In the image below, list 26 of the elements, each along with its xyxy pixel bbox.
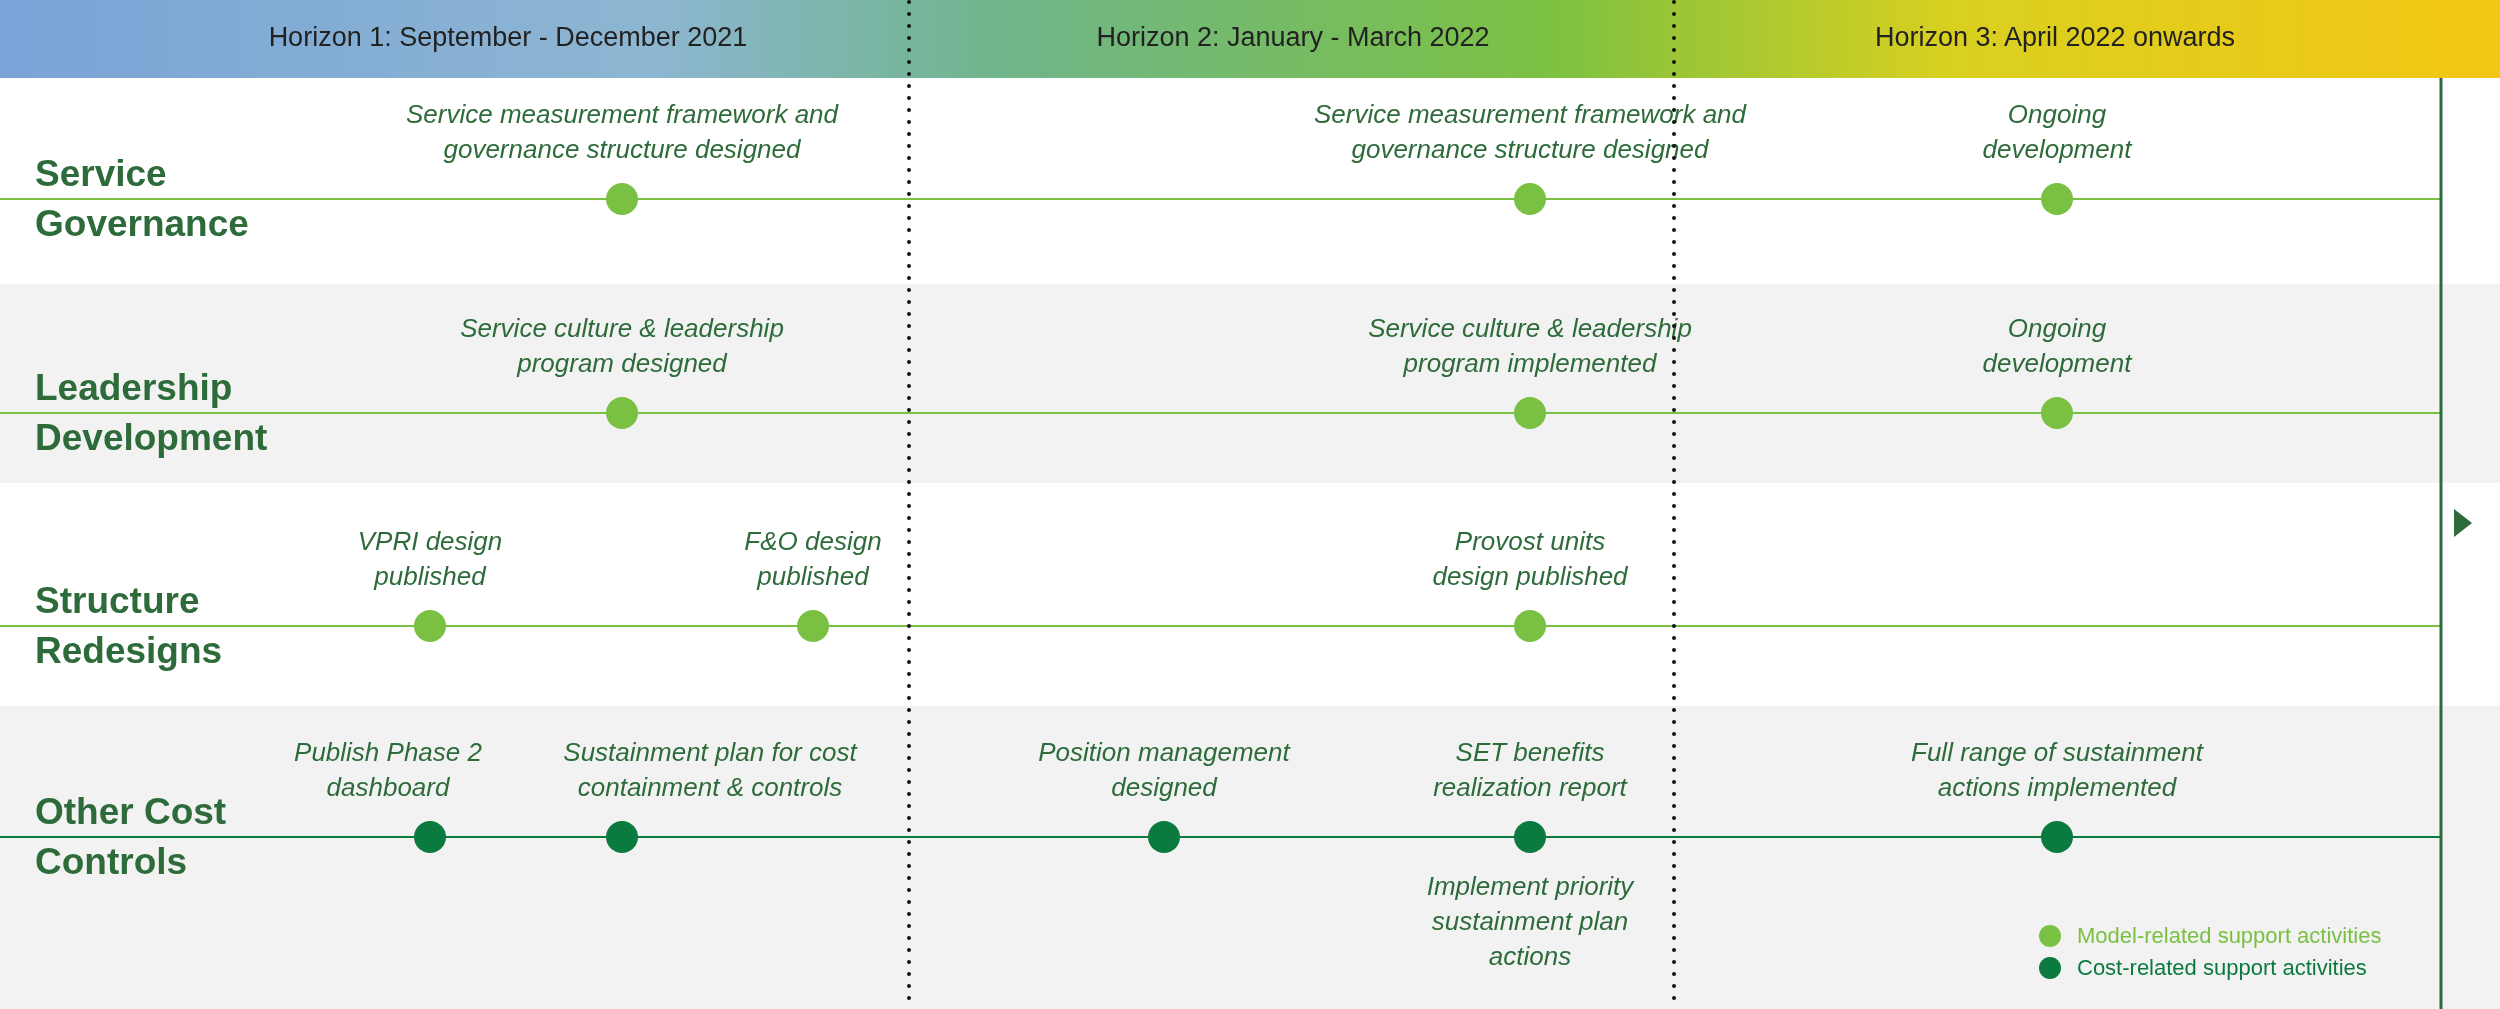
milestone-label: VPRI design published — [356, 525, 504, 593]
milestone-label: SET benefits realization report — [1432, 736, 1629, 804]
horizon-heading: Horizon 3: April 2022 onwards — [1874, 22, 2236, 53]
milestone-label: Ongoing development — [1981, 98, 2134, 166]
horizon-heading: Horizon 2: January - March 2022 — [1096, 22, 1490, 53]
milestone-label: Implement priority sustainment plan actions — [1425, 870, 1636, 973]
milestone-label: Position management designed — [1037, 736, 1292, 804]
milestone-label: Provost units design published — [1431, 525, 1629, 593]
milestone-label: Service culture & leadership program implemented — [1367, 312, 1693, 380]
horizon-heading: Horizon 1: September - December 2021 — [268, 22, 748, 53]
row-band — [0, 706, 2500, 1009]
milestone-label: Publish Phase 2 dashboard — [293, 736, 483, 804]
legend-label: Model-related support activities — [2077, 923, 2382, 949]
milestone-label: Ongoing development — [1981, 312, 2134, 380]
milestone-label: Full range of sustainment actions implemented — [1910, 736, 2205, 804]
milestone-label: Sustainment plan for cost containment & controls — [562, 736, 859, 804]
milestone-label: Service measurement framework and governance structure designed — [404, 98, 840, 166]
milestone-label: Service measurement framework and governance structure designed — [1312, 98, 1748, 166]
row-heading: Leadership Development — [35, 366, 269, 460]
milestone-label: Service culture & leadership program designed — [459, 312, 785, 380]
legend-label: Cost-related support activities — [2077, 955, 2367, 981]
row-heading: Structure Redesigns — [35, 579, 224, 673]
milestone-label: F&O design published — [743, 525, 883, 593]
row-band — [0, 284, 2500, 483]
row-heading: Other Cost Controls — [35, 790, 228, 884]
row-heading: Service Governance — [35, 152, 250, 246]
